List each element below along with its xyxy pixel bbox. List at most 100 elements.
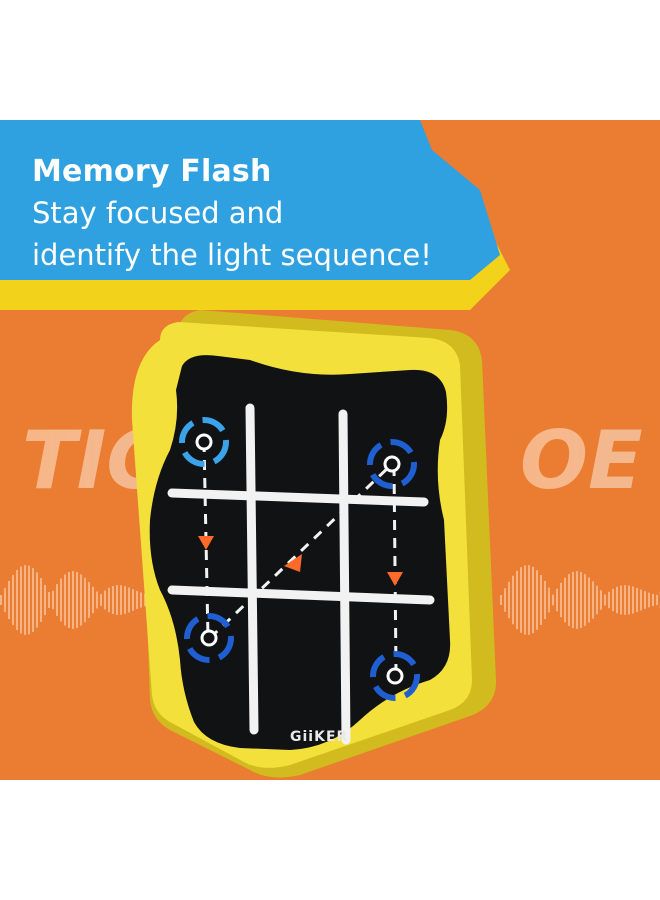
sound-wave-right: [500, 565, 658, 635]
wave-bar: [76, 572, 78, 628]
target-ring-icon: [370, 651, 420, 701]
wave-bar: [600, 590, 602, 610]
wave-bar: [584, 574, 586, 626]
direction-arrow-icon: [198, 536, 214, 550]
wave-bar: [652, 593, 654, 607]
wave-bar: [32, 568, 34, 632]
wave-bar: [624, 585, 626, 615]
wave-bar: [640, 589, 642, 611]
ring-outer: [179, 417, 229, 467]
wave-bar: [140, 592, 142, 608]
wave-bar: [556, 588, 558, 612]
wave-bar: [540, 575, 542, 625]
wave-bar: [88, 582, 90, 618]
wave-bar: [120, 585, 122, 615]
direction-arrow-icon: [284, 554, 302, 572]
wave-bar: [508, 581, 510, 619]
target-ring-icon: [184, 613, 234, 663]
wave-bar: [500, 595, 502, 605]
wave-bar: [520, 567, 522, 633]
wave-bar: [552, 594, 554, 606]
wave-bar: [8, 581, 10, 619]
wave-bar: [40, 578, 42, 622]
wave-bar: [548, 587, 550, 613]
grid-lines: [167, 403, 435, 745]
wave-bar: [528, 565, 530, 635]
wave-bar: [532, 566, 534, 634]
wave-bar: [572, 571, 574, 629]
wave-bar: [568, 574, 570, 626]
banner-blue-shape: [0, 120, 500, 280]
product-scene: TIC OE: [0, 120, 660, 780]
wave-bar: [628, 585, 630, 615]
sequence-line-diagonal: [208, 462, 394, 640]
ring-dot: [383, 455, 401, 473]
wave-bar: [132, 589, 134, 611]
wave-bar: [104, 590, 106, 610]
ghost-text-right: OE: [520, 414, 643, 507]
sound-wave-left: [0, 565, 150, 635]
wave-bar: [80, 574, 82, 626]
wave-bar: [116, 585, 118, 615]
wave-bar: [616, 586, 618, 614]
wave-bar: [28, 565, 30, 635]
direction-arrow-icon: [387, 572, 403, 586]
wave-bar: [96, 591, 98, 609]
ring-outer: [184, 613, 234, 663]
wave-bar: [108, 587, 110, 613]
wave-bar: [576, 571, 578, 629]
wave-bar: [648, 592, 650, 608]
banner-text: Memory Flash Stay focused and identify t…: [32, 152, 432, 276]
wave-bar: [60, 578, 62, 622]
banner-title: Memory Flash: [32, 154, 272, 189]
wave-bar: [504, 588, 506, 612]
wave-bar: [612, 588, 614, 612]
grid-line-v2: [338, 409, 351, 745]
wave-bar: [112, 586, 114, 614]
wave-bar: [52, 590, 54, 610]
wave-bar: [72, 571, 74, 629]
wave-bar: [100, 594, 102, 606]
sequence-line-right: [392, 465, 398, 671]
wave-bar: [136, 590, 138, 610]
wave-bar: [24, 565, 26, 635]
wave-bar: [144, 593, 146, 607]
wave-bar: [544, 581, 546, 619]
wave-bar: [644, 591, 646, 609]
banner-line-1: Stay focused and: [32, 196, 284, 230]
ring-outer: [370, 651, 420, 701]
wave-bar: [656, 594, 658, 606]
wave-bar: [560, 582, 562, 618]
ring-dot: [386, 667, 404, 685]
wave-bar: [620, 585, 622, 615]
wave-bar: [588, 577, 590, 623]
wave-bar: [128, 587, 130, 613]
grid-line-v1: [245, 403, 259, 735]
wave-bar: [64, 574, 66, 626]
ring-dot: [195, 433, 213, 451]
wave-bar: [524, 565, 526, 635]
brand-logo: GiiKER: [290, 729, 348, 745]
wave-bar: [84, 577, 86, 623]
grid-line-h2: [167, 585, 435, 605]
wave-bar: [632, 586, 634, 614]
ring-outer: [367, 439, 417, 489]
wave-bar: [636, 587, 638, 613]
wave-bar: [20, 566, 22, 634]
wave-bar: [56, 584, 58, 616]
wave-bar: [48, 592, 50, 608]
banner-line-2: identify the light sequence!: [32, 238, 432, 272]
grid-line-h1: [167, 488, 429, 507]
wave-bar: [92, 586, 94, 614]
wave-bar: [564, 577, 566, 623]
wave-bar: [124, 586, 126, 614]
wave-bar: [608, 591, 610, 609]
wave-bar: [44, 584, 46, 616]
target-ring-icon: [367, 439, 417, 489]
wave-bar: [604, 594, 606, 606]
wave-bar: [16, 569, 18, 631]
tic-tac-toe-device: GiiKER: [131, 310, 497, 778]
wave-bar: [596, 585, 598, 615]
target-ring-icon: [179, 417, 229, 467]
wave-bar: [592, 581, 594, 619]
